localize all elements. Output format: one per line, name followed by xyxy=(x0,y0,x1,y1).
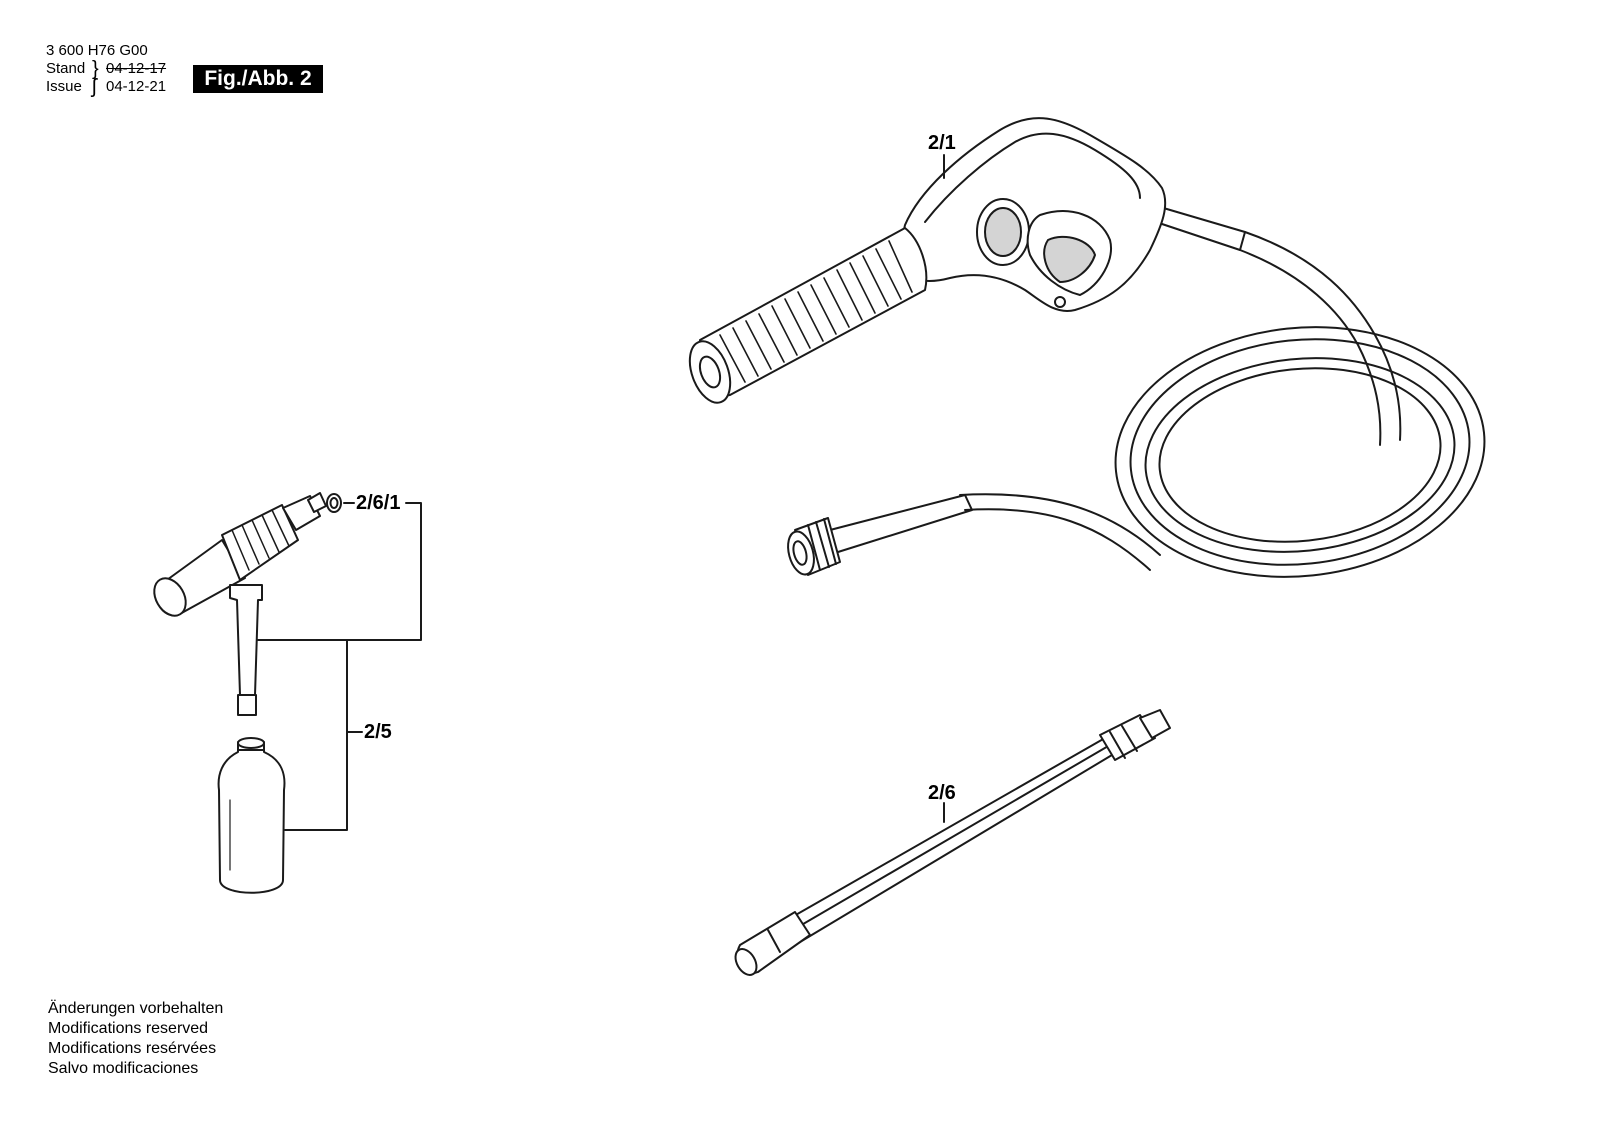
hose-lower xyxy=(959,493,1161,556)
hose-neck xyxy=(829,494,973,553)
note-fr: Modifications resérvées xyxy=(48,1040,217,1057)
hose-coil xyxy=(1114,326,1486,578)
gun-ribbed-grip xyxy=(688,227,928,404)
gun-body xyxy=(902,117,1167,312)
hose-lower-b xyxy=(964,508,1151,571)
note-es: Salvo modificaciones xyxy=(48,1060,199,1077)
brace-top: } xyxy=(92,58,99,80)
callout-lance: 2/6 xyxy=(928,782,956,804)
issue-row: Issue ʃ 04-12-21 xyxy=(46,76,167,98)
stand-row: Stand } 04-12-17 xyxy=(46,58,167,80)
issue-label: Issue xyxy=(46,78,82,95)
header-block: 3 600 H76 G00 Stand } 04-12-17 Issue ʃ 0… xyxy=(46,42,167,98)
callout-gun: 2/1 xyxy=(928,132,956,154)
brace-bottom: ʃ xyxy=(92,76,97,98)
part-number: 3 600 H76 G00 xyxy=(46,42,148,59)
callout-lance-seal: 2/6/1 xyxy=(356,492,401,514)
stand-label: Stand xyxy=(46,60,86,77)
modification-notes: Änderungen vorbehalten Modifications res… xyxy=(48,999,223,1079)
callout-detergent-set: 2/5 xyxy=(364,721,392,743)
lance-connector xyxy=(1099,714,1156,761)
lance xyxy=(734,709,1171,976)
hose-connector-nut xyxy=(787,517,841,576)
detergent-bottle xyxy=(217,737,286,894)
note-en: Modifications reserved xyxy=(48,1020,209,1037)
hose-upper-b xyxy=(1155,221,1382,446)
spray-gun-with-hose xyxy=(688,117,1486,578)
issue-date: 04-12-21 xyxy=(106,78,167,95)
seal-ring xyxy=(326,493,342,513)
hose-upper xyxy=(1159,206,1402,441)
hose-collar xyxy=(1239,231,1246,251)
leader-lines xyxy=(257,154,945,831)
stand-date: 04-12-17 xyxy=(106,60,167,77)
detergent-nozzle xyxy=(153,492,327,716)
note-de: Änderungen vorbehalten xyxy=(48,1000,224,1017)
figure-badge: Fig./Abb. 2 xyxy=(193,65,323,93)
